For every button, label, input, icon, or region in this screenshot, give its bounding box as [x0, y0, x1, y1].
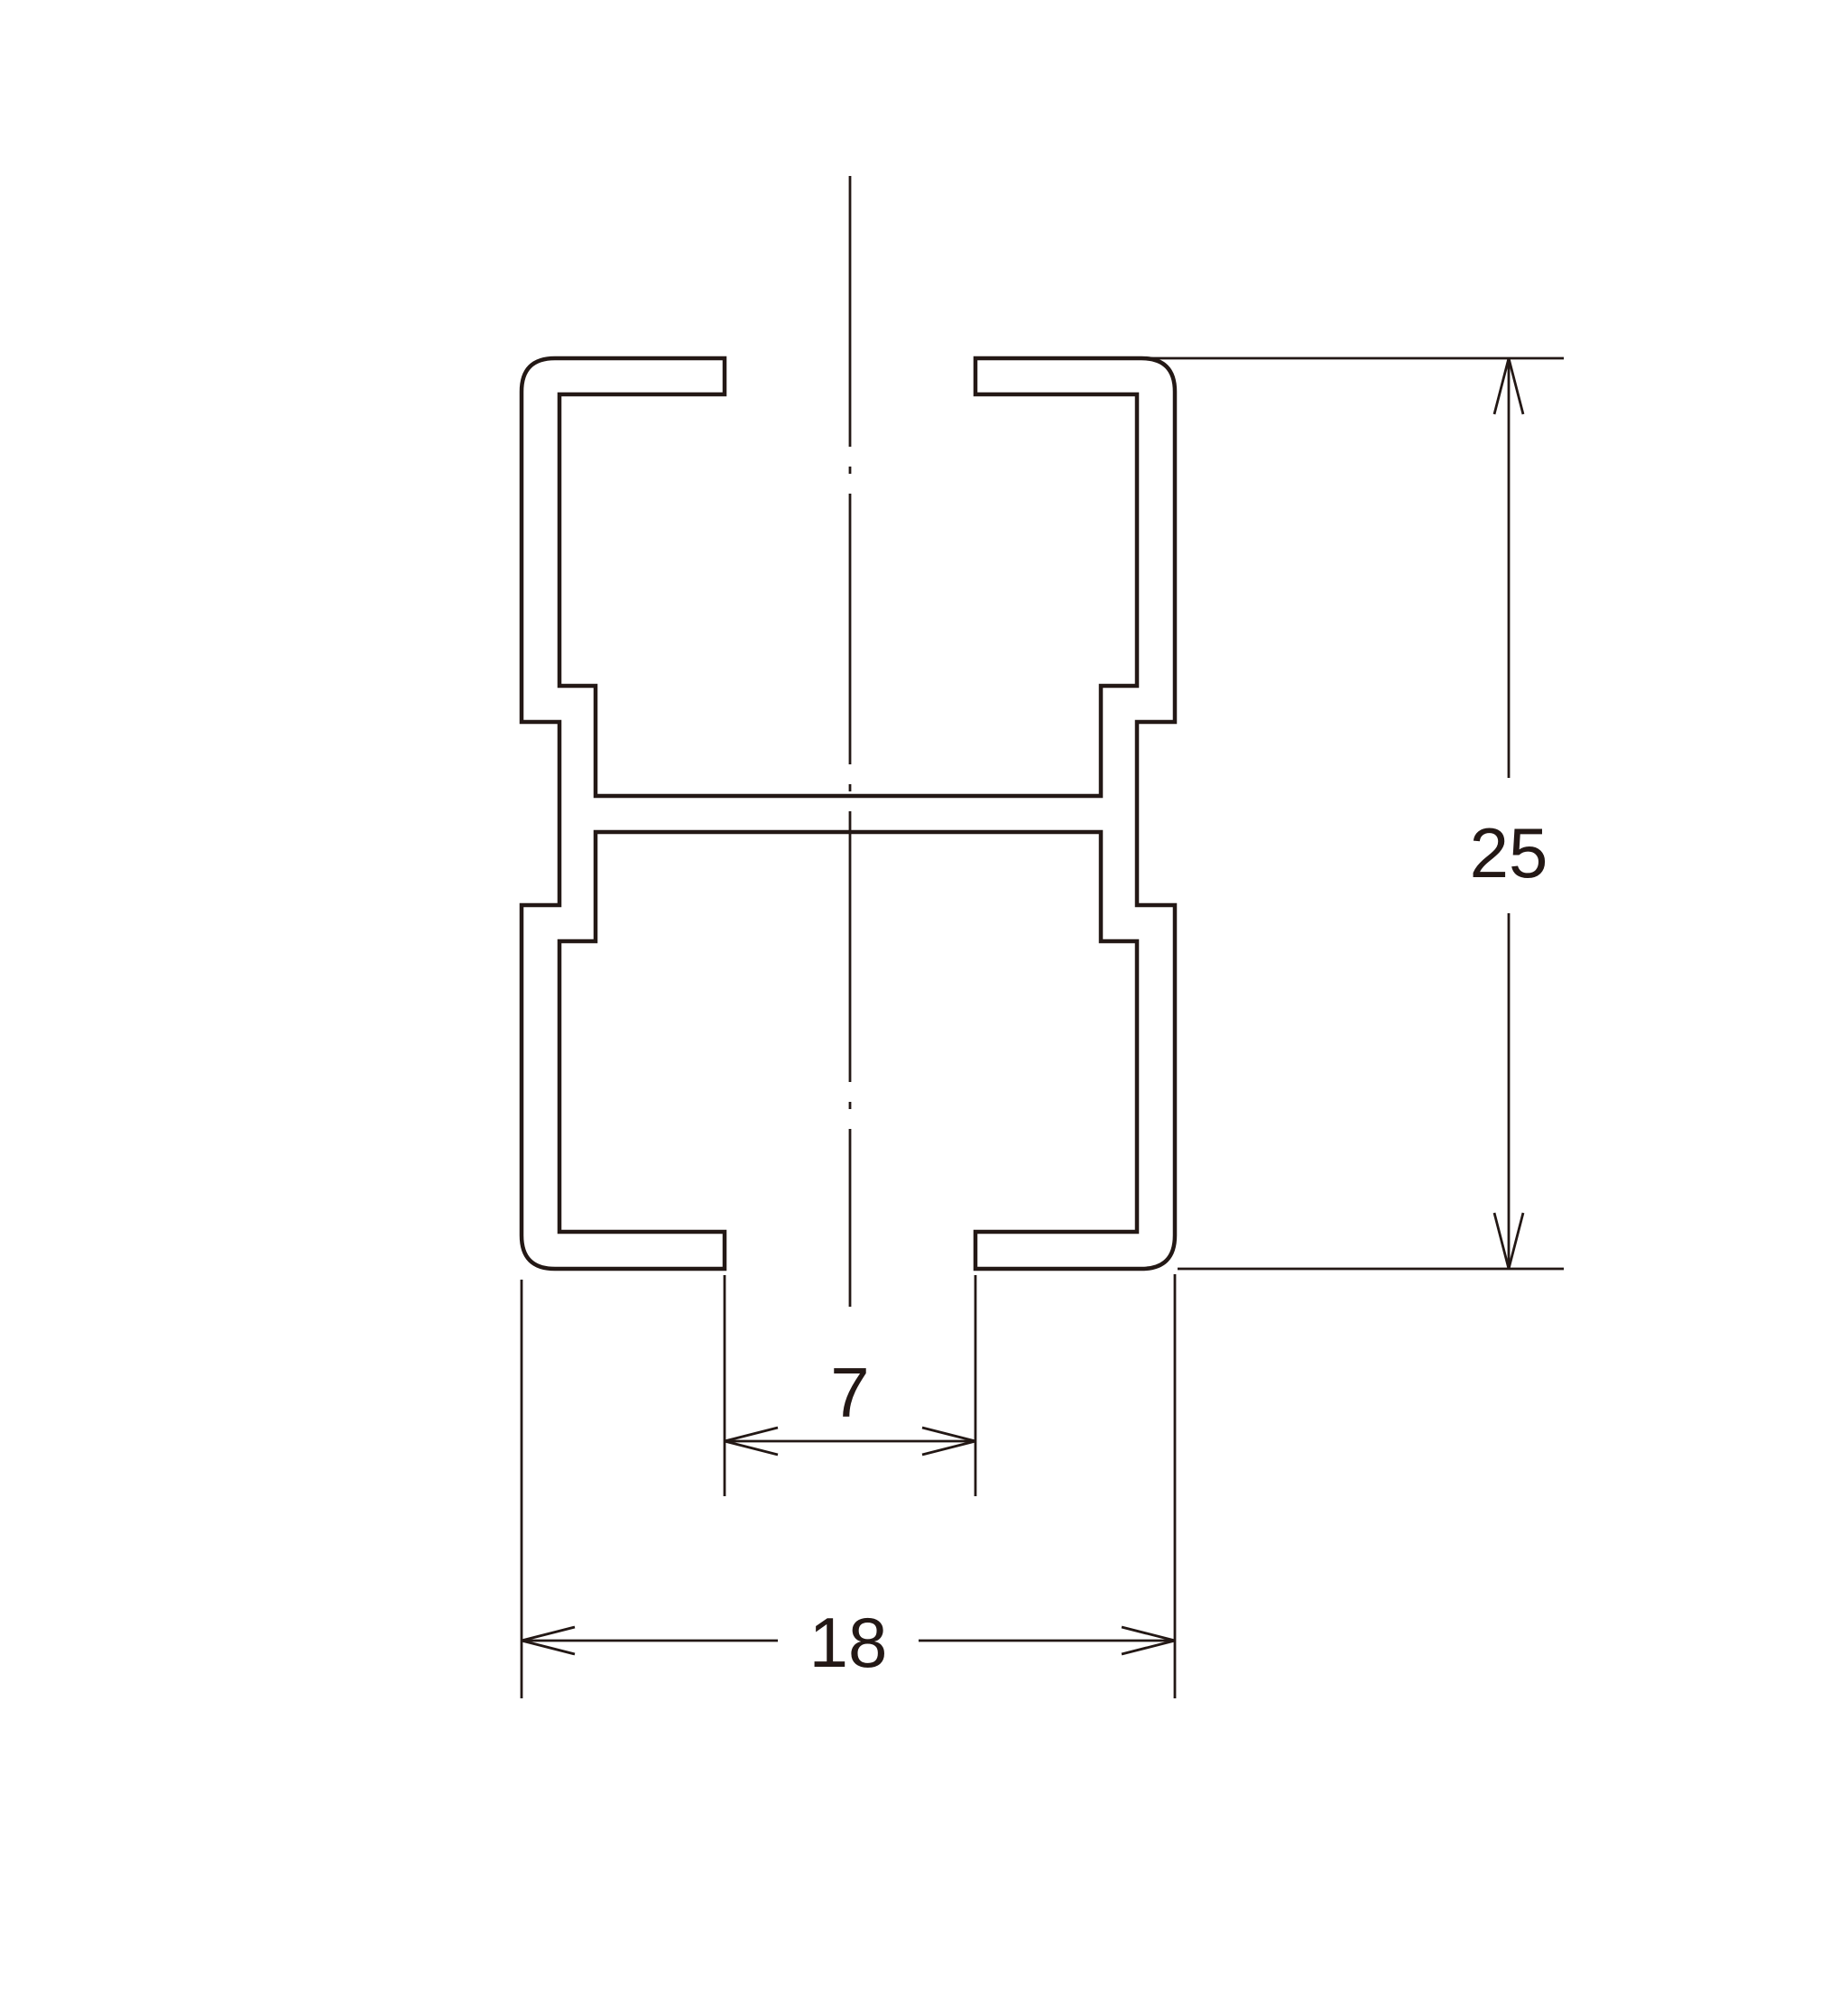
width-arrow-left — [521, 1625, 576, 1656]
height-arrow-top — [1492, 357, 1525, 415]
slot-dimension-label: 7 — [830, 1353, 869, 1432]
width-arrow-right — [1121, 1625, 1176, 1656]
profile-outline — [519, 356, 1178, 1272]
height-dimension-label: 25 — [1470, 813, 1548, 892]
width-dimension-label: 18 — [809, 1603, 888, 1682]
height-arrow-bottom — [1492, 1212, 1525, 1270]
slot-arrow-right — [921, 1426, 976, 1457]
slot-arrow-left — [724, 1426, 779, 1457]
